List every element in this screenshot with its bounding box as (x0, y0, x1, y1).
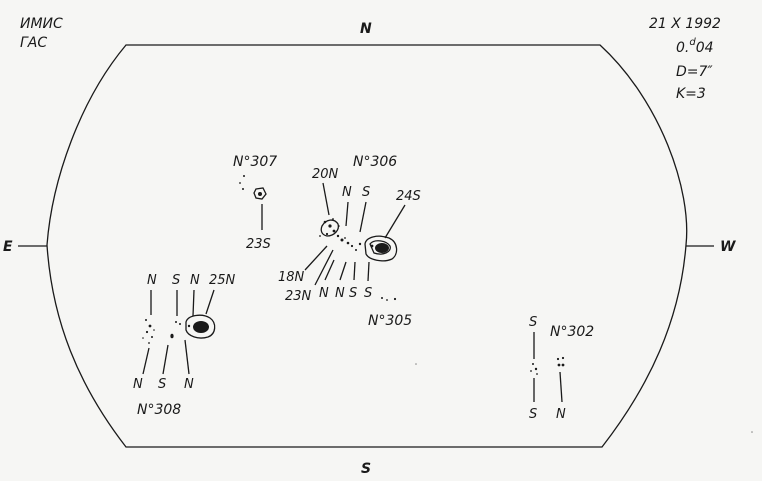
group-306-leader-umbra (375, 243, 389, 253)
time-label: 0.d04 (676, 37, 714, 56)
group-305: N°305 (368, 297, 412, 329)
date-label: 21 X 1992 (649, 16, 721, 32)
group-306-leader-penumbra (364, 235, 398, 262)
group-306-bottom-1: 23N (285, 289, 312, 304)
group-306: N°306 20N N S 24S 18N 23N (278, 154, 421, 304)
compass-east: E (3, 239, 13, 255)
group-306-top-2: S (362, 185, 370, 200)
group-302-label: N°302 (550, 324, 594, 340)
group-308-top-3: 25N (209, 273, 236, 288)
group-308-leader-penumbra (185, 314, 216, 339)
group-308: N S N 25N N S N N°308 (133, 273, 236, 418)
group-306-bottom-3: N (335, 286, 345, 301)
group-305-label: N°305 (368, 313, 412, 329)
group-302-bottom-0: S (529, 407, 537, 422)
group-308-bottom-2: N (184, 377, 194, 392)
group-306-label: N°306 (353, 154, 397, 170)
group-308-label: N°308 (137, 402, 181, 418)
group-308-top-2: N (190, 273, 200, 288)
institute-line1: ИМИС (20, 16, 63, 32)
group-302-bottom-1: N (556, 407, 566, 422)
group-306-bottom-4: S (349, 286, 357, 301)
solar-disk-outline (46, 44, 688, 448)
group-306-bottom-5: S (364, 286, 372, 301)
diameter-label: D=7″ (676, 64, 713, 80)
group-306-bottom-0: 18N (278, 270, 305, 285)
group-302-top-0: S (529, 315, 537, 330)
group-306-bottom-2: N (319, 286, 329, 301)
spot-307 (253, 187, 267, 200)
group-307: N°307 23S (233, 154, 277, 252)
group-308-bottom-1: S (158, 377, 166, 392)
group-302: S N°302 S N (529, 315, 594, 422)
group-307-bottom-0: 23S (246, 237, 271, 252)
institute-line2: ГАС (20, 35, 47, 51)
group-306-top-3: 24S (396, 189, 421, 204)
group-308-top-0: N (147, 273, 157, 288)
k-value-label: K=3 (676, 86, 706, 102)
group-306-top-0: 20N (312, 167, 339, 182)
group-307-label: N°307 (233, 154, 277, 170)
compass-west: W (720, 239, 736, 255)
compass-south: S (361, 461, 371, 477)
group-306-top-1: N (342, 185, 352, 200)
group-308-top-1: S (172, 273, 180, 288)
group-308-leader-umbra (193, 321, 209, 333)
group-306-follower-cluster (319, 218, 362, 251)
compass-north: N (360, 21, 372, 37)
group-308-bottom-0: N (133, 377, 143, 392)
